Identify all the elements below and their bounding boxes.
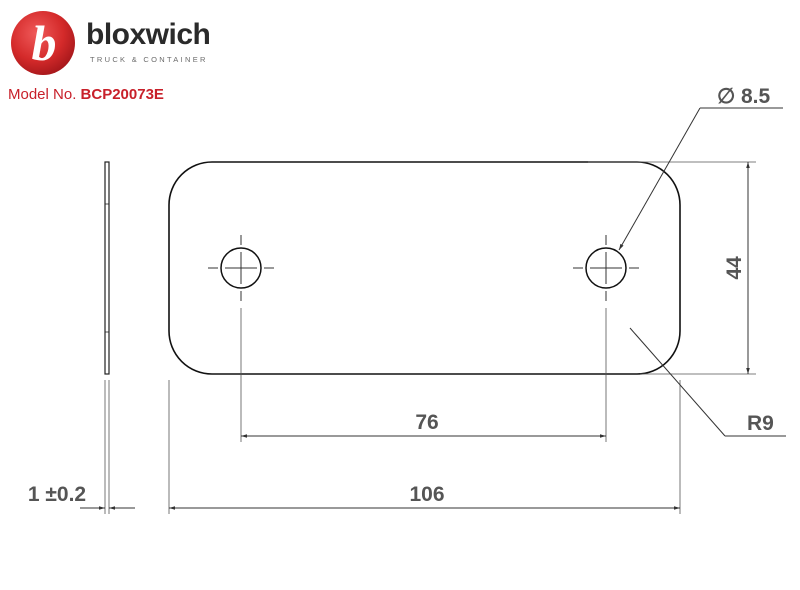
overall-length-label: 106 — [409, 483, 444, 506]
model-number: Model No. BCP20073E — [8, 86, 164, 103]
brand-tagline: TRUCK & CONTAINER — [90, 55, 208, 64]
plate-outline — [168, 161, 681, 375]
model-label: Model No. — [8, 86, 77, 103]
length-extensions — [168, 380, 681, 514]
height-extensions — [588, 161, 756, 375]
diameter-symbol: ∅ — [717, 85, 735, 108]
diameter-callout: ∅ 8.5 — [618, 85, 783, 251]
right-hole — [573, 235, 639, 301]
hole-spacing-extensions — [240, 308, 607, 442]
thickness-label: 1 ±0.2 — [28, 483, 86, 506]
radius-label: R9 — [747, 412, 774, 435]
diameter-label: 8.5 — [741, 85, 771, 108]
logo-letter: b — [32, 15, 57, 71]
side-view — [104, 161, 110, 375]
model-code: BCP20073E — [80, 86, 164, 103]
radius-callout: R9 — [629, 327, 786, 437]
left-hole — [208, 235, 274, 301]
brand-name: bloxwich — [86, 18, 211, 51]
thickness-callout: 1 ±0.2 — [28, 380, 135, 514]
brand-logo: b bloxwich TRUCK & CONTAINER — [8, 8, 228, 83]
hole-spacing-label: 76 — [415, 411, 438, 434]
logo-badge-icon: b — [11, 11, 75, 75]
height-label: 44 — [723, 256, 746, 280]
